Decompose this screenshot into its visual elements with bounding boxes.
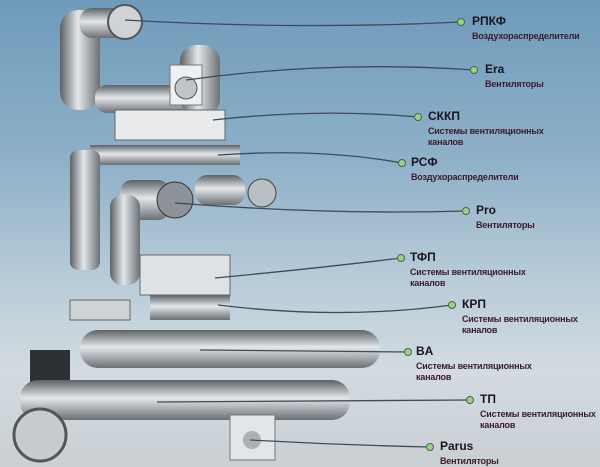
product-name: ТФП bbox=[410, 250, 436, 264]
product-name: КРП bbox=[462, 297, 486, 311]
duct-parts bbox=[12, 4, 380, 463]
product-category: Вентиляторы bbox=[485, 79, 544, 89]
product-name: Era bbox=[485, 62, 505, 76]
label-skkp[interactable]: СККП Системы вентиляционных каналов bbox=[428, 110, 548, 148]
marker-dot bbox=[397, 254, 405, 262]
marker-dot bbox=[414, 113, 422, 121]
product-name: ТП bbox=[480, 392, 496, 406]
marker-dot bbox=[426, 443, 434, 451]
product-category: Воздухораспределители bbox=[472, 31, 580, 41]
marker-dot bbox=[470, 66, 478, 74]
product-category: Системы вентиляционных каналов bbox=[480, 409, 596, 430]
product-name: РПКФ bbox=[472, 14, 507, 28]
marker-dot bbox=[462, 207, 470, 215]
leader-lines bbox=[124, 19, 475, 448]
label-tfp[interactable]: ТФП Системы вентиляционных каналов bbox=[410, 251, 530, 289]
product-category: Воздухораспределители bbox=[411, 172, 519, 182]
product-category: Системы вентиляционных каналов bbox=[462, 314, 578, 335]
product-name: СККП bbox=[428, 109, 460, 123]
label-tp[interactable]: ТП Системы вентиляционных каналов bbox=[480, 393, 600, 431]
product-category: Вентиляторы bbox=[476, 220, 535, 230]
marker-dot bbox=[448, 301, 456, 309]
marker-dot bbox=[457, 18, 465, 26]
product-category: Системы вентиляционных каналов bbox=[410, 267, 526, 288]
product-category: Системы вентиляционных каналов bbox=[416, 361, 532, 382]
product-name: РСФ bbox=[411, 155, 438, 169]
product-category: Вентиляторы bbox=[440, 456, 499, 466]
marker-dot bbox=[466, 396, 474, 404]
product-name: BA bbox=[416, 344, 434, 358]
label-ba[interactable]: BA Системы вентиляционных каналов bbox=[416, 345, 536, 383]
product-name: Pro bbox=[476, 203, 497, 217]
product-name: Parus bbox=[440, 439, 474, 453]
product-category: Системы вентиляционных каналов bbox=[428, 126, 544, 147]
label-rpkf[interactable]: РПКФ Воздухораспределители bbox=[472, 15, 600, 42]
marker-dot bbox=[404, 348, 412, 356]
label-rsf[interactable]: РСФ Воздухораспределители bbox=[411, 156, 581, 183]
label-krp[interactable]: КРП Системы вентиляционных каналов bbox=[462, 298, 582, 336]
marker-dot bbox=[398, 159, 406, 167]
